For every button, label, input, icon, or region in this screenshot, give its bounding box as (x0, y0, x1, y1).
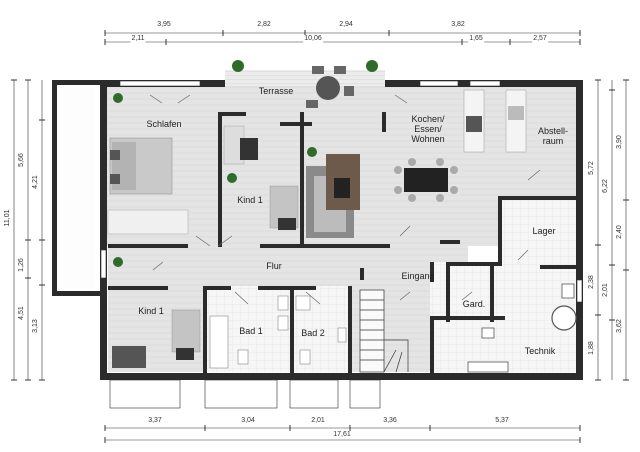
dim-right-outer-1: 3,90 (616, 135, 623, 149)
dim-top-2: 2,82 (257, 21, 271, 28)
room-label-bad2: Bad 2 (301, 328, 325, 338)
dim-right-outer-3: 3,62 (616, 319, 623, 333)
dimension-lines (11, 30, 629, 443)
dim-right-mid-1: 6,22 (602, 179, 609, 193)
dim-bottom-1: 3,37 (148, 417, 162, 424)
room-label-bad1: Bad 1 (239, 326, 263, 336)
room-label-abstellraum: Abstell- raum (537, 126, 569, 146)
dim-bottom-3: 2,01 (311, 417, 325, 424)
windows (100, 80, 583, 409)
room-label-terrasse: Terrasse (258, 86, 294, 96)
dim-left-inner-1: 4,21 (32, 175, 39, 189)
dim-right-inner-2: 2,38 (588, 275, 595, 289)
room-label-kochen-essen-wohnen: Kochen/ Essen/ Wohnen (411, 114, 445, 144)
dim-bottom-5: 5,37 (495, 417, 509, 424)
dim-top-4: 3,82 (451, 21, 465, 28)
furniture (107, 89, 577, 373)
dim-bottom-total: 17,61 (333, 431, 351, 438)
dim-left-mid-1: 5,66 (18, 153, 25, 167)
room-label-eingang: Eingang (401, 271, 435, 281)
dim-top2-4: 2,57 (532, 35, 548, 43)
room-label-schlafen: Schlafen (146, 119, 182, 129)
dim-right-mid-2: 2,01 (602, 283, 609, 297)
dim-left-inner-2: 3,13 (32, 319, 39, 333)
room-label-gard: Gard. (462, 299, 486, 309)
dim-right-inner-1: 5,72 (588, 161, 595, 175)
room-label-flur: Flur (266, 261, 282, 271)
room-label-lager: Lager (532, 226, 556, 236)
dim-left-mid-2: 1,26 (18, 258, 25, 272)
staircase (359, 289, 409, 373)
plants (113, 60, 378, 267)
dim-top2-3: 1,65 (468, 35, 484, 43)
door-swings (149, 94, 541, 305)
dim-left-mid-3: 4,51 (18, 306, 25, 320)
dim-top2-2: 10,06 (303, 35, 323, 43)
dim-top-3: 2,94 (339, 21, 353, 28)
dim-top2-1: 2,11 (130, 35, 146, 43)
dim-left-outer: 11,01 (4, 209, 11, 227)
dim-bottom-2: 3,04 (241, 417, 255, 424)
room-label-kind1-top: Kind 1 (237, 195, 263, 205)
terrace-furniture (306, 66, 354, 108)
dim-bottom-4: 3,36 (383, 417, 397, 424)
dim-right-inner-3: 1,88 (588, 341, 595, 355)
room-label-technik: Technik (524, 346, 556, 356)
dim-right-outer-2: 2,40 (616, 225, 623, 239)
dim-top-1: 3,95 (157, 21, 171, 28)
room-label-kind1-bottom: Kind 1 (138, 306, 164, 316)
